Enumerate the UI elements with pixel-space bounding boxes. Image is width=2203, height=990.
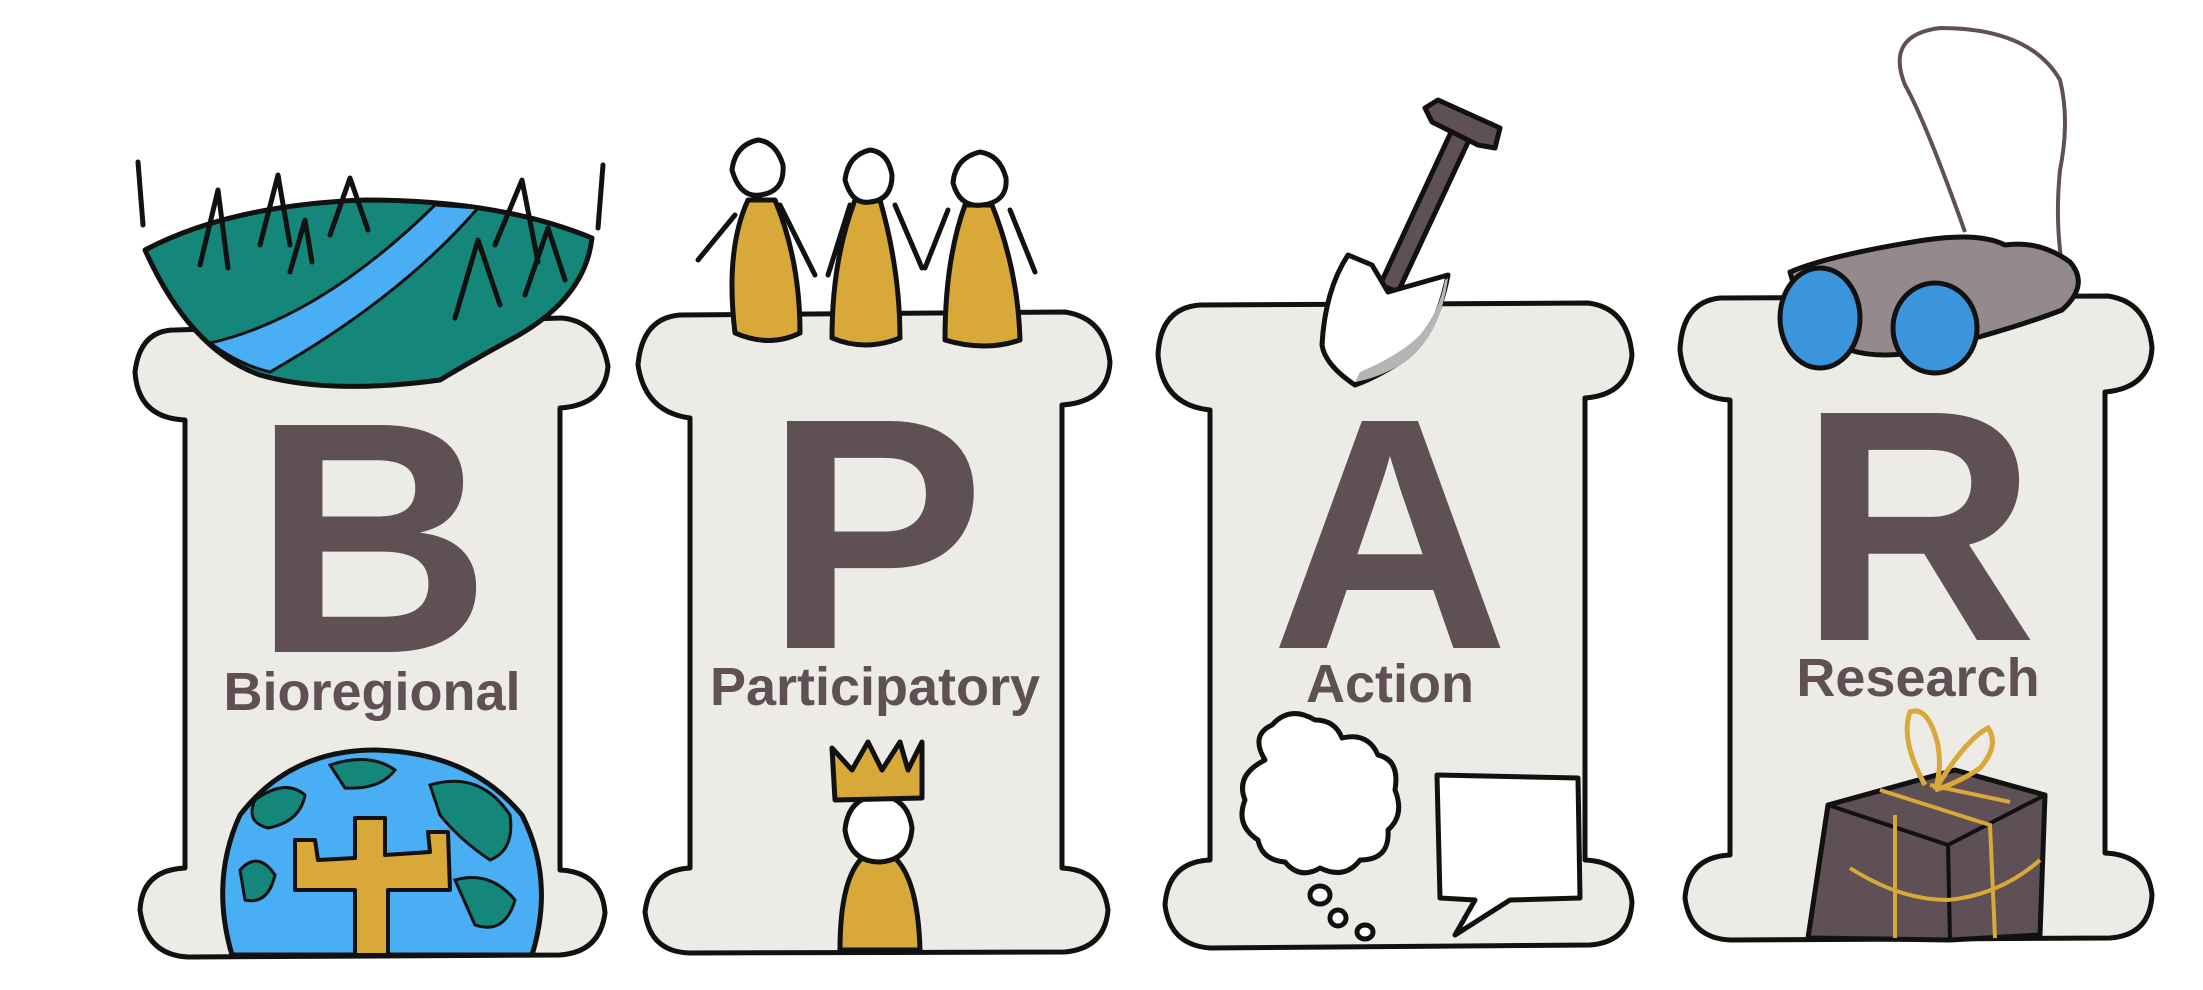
people-group-icon (695, 137, 1038, 349)
letter-b: B (253, 353, 491, 722)
word-research: Research (1796, 648, 2039, 708)
pillar-a: A Action (1155, 97, 1635, 951)
shovel-icon (1319, 97, 1503, 388)
gift-box-icon (1805, 708, 2048, 943)
landscape-icon (135, 159, 606, 389)
letter-a: A (1271, 349, 1509, 718)
binoculars-icon (1777, 25, 2081, 376)
crowned-person-icon (829, 739, 925, 953)
globe-icon (220, 747, 544, 958)
letter-r: R (1799, 341, 2037, 710)
word-action: Action (1306, 654, 1474, 714)
pillar-p: P Participatory (635, 137, 1113, 956)
word-participatory: Participatory (710, 657, 1040, 717)
pillar-r: R Research (1677, 25, 2155, 943)
speech-bubbles-icon (1239, 711, 1583, 942)
pillar-b: B Bioregional (132, 159, 611, 960)
word-bioregional: Bioregional (223, 662, 520, 722)
letter-p: P (765, 349, 985, 718)
